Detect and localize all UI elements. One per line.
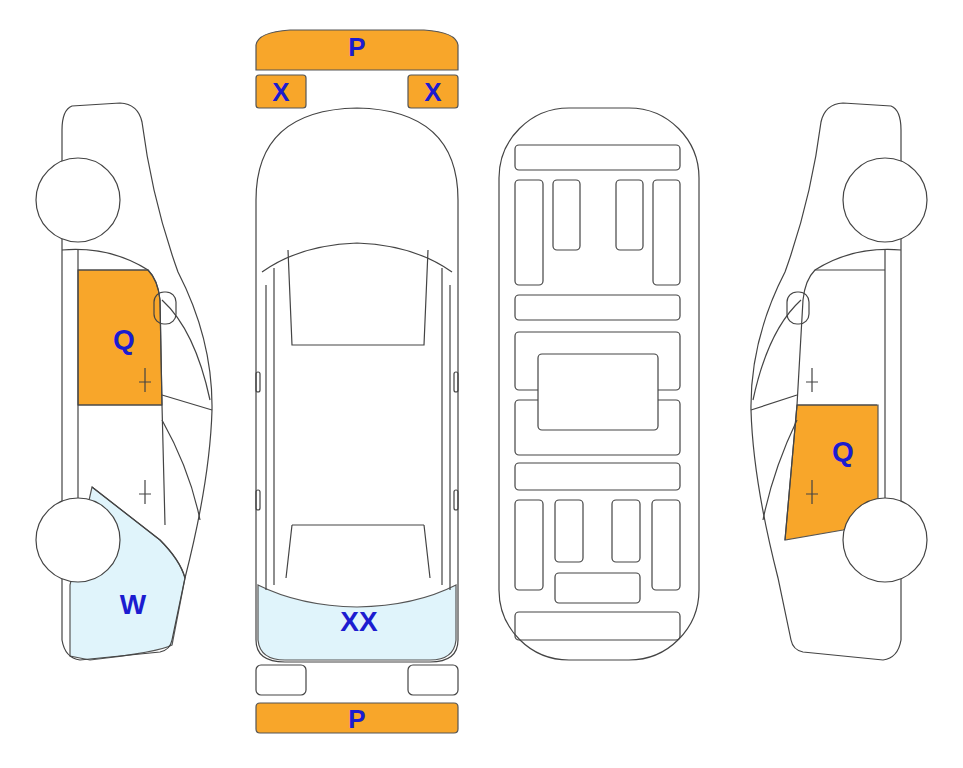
underside-view: [499, 108, 699, 660]
headlight-panel: X: [408, 75, 458, 108]
front-door-panel: Q: [78, 270, 162, 405]
panel-shape: [70, 485, 186, 662]
panel-fill: [785, 405, 878, 540]
damage-code: X: [424, 79, 441, 105]
headlight-panel: X: [256, 75, 306, 108]
damage-code: P: [348, 706, 365, 732]
panel-fill: [256, 703, 458, 733]
damage-code: Q: [113, 326, 135, 354]
damage-code: XX: [340, 608, 377, 636]
damage-code: X: [272, 79, 289, 105]
panel-fill: [70, 487, 185, 660]
rear-quarter-panel: W: [70, 485, 186, 662]
panel-shape: [783, 405, 878, 540]
panel-fill: [256, 75, 306, 108]
panel-fill: [256, 30, 458, 70]
panel-fill: [258, 585, 456, 660]
rear-door-panel: Q: [783, 405, 878, 540]
right-side-view: [751, 103, 927, 660]
trunk-panel: XX: [258, 580, 456, 662]
front-bumper-panel: P: [256, 30, 458, 70]
panel-fill: [408, 75, 458, 108]
rear-bumper-panel: P: [256, 703, 458, 733]
damage-code: W: [120, 591, 146, 619]
panel-fill: [78, 270, 162, 405]
left-side-view: [36, 103, 212, 660]
top-view: [256, 108, 458, 695]
damage-code: P: [348, 34, 365, 60]
damage-code: Q: [832, 438, 854, 466]
